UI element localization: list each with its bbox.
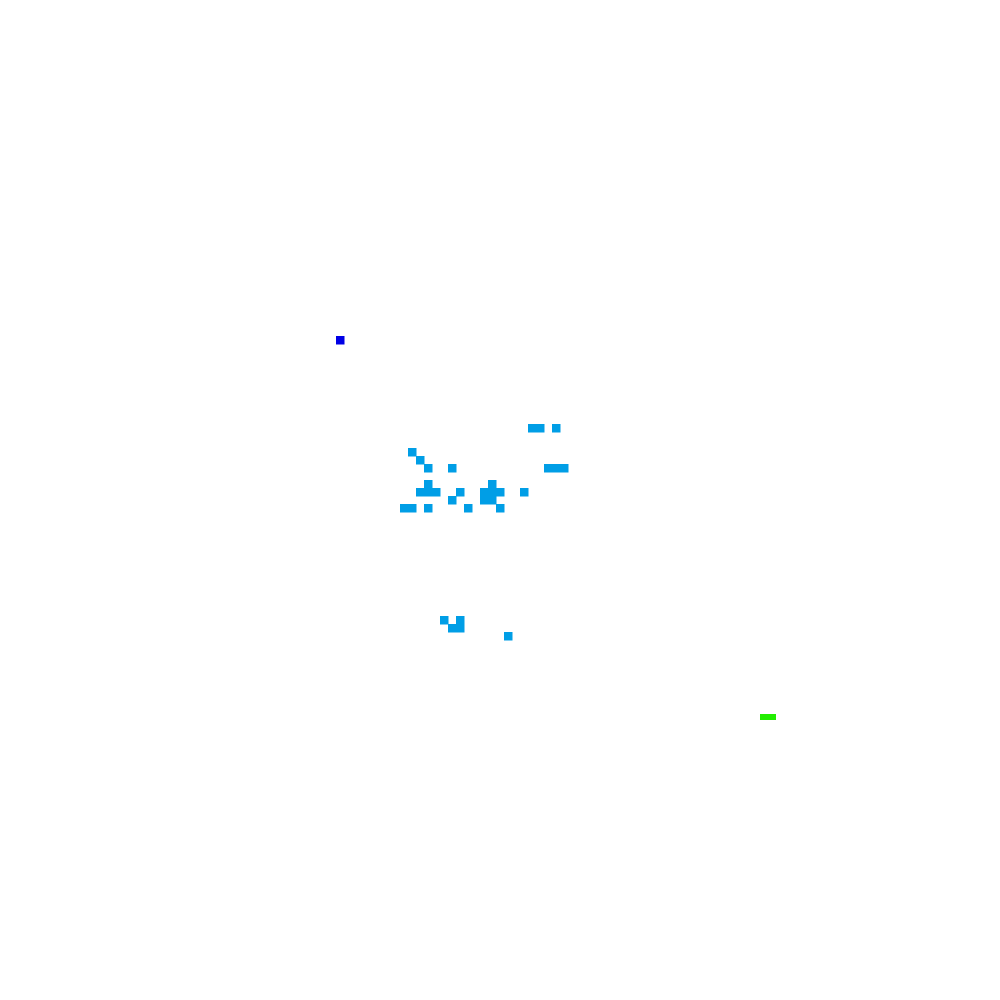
obstacle-cell — [424, 480, 433, 489]
obstacle-cell — [448, 496, 457, 505]
goal-marker — [760, 714, 776, 720]
obstacle-cell — [504, 632, 513, 641]
obstacle-cell — [424, 464, 433, 473]
obstacle-cell — [520, 488, 529, 497]
obstacle-cell — [544, 464, 553, 473]
obstacle-cell — [464, 504, 473, 513]
obstacle-cell — [480, 488, 489, 497]
obstacle-cell — [456, 616, 465, 625]
obstacle-cell — [552, 464, 561, 473]
obstacle-cell — [488, 488, 497, 497]
obstacle-cell — [400, 504, 409, 513]
obstacle-cell — [552, 424, 561, 433]
obstacle-cell — [456, 488, 465, 497]
obstacle-cell — [488, 480, 497, 489]
obstacle-cell — [536, 424, 545, 433]
obstacle-cell — [448, 464, 457, 473]
obstacle-cell — [416, 456, 425, 465]
obstacle-cell — [560, 464, 569, 473]
obstacle-cell — [528, 424, 537, 433]
obstacle-cell — [496, 504, 505, 513]
obstacle-cell — [440, 616, 449, 625]
player-marker — [336, 336, 345, 345]
obstacle-cell — [456, 624, 465, 633]
obstacle-cell — [416, 488, 425, 497]
obstacle-cell — [488, 496, 497, 505]
obstacle-cell — [448, 624, 457, 633]
obstacle-cell — [424, 504, 433, 513]
obstacle-cell — [408, 448, 417, 457]
obstacle-cell — [432, 488, 441, 497]
obstacle-cell — [408, 504, 417, 513]
obstacle-cell — [496, 488, 505, 497]
obstacle-cell — [424, 488, 433, 497]
obstacle-cell — [480, 496, 489, 505]
